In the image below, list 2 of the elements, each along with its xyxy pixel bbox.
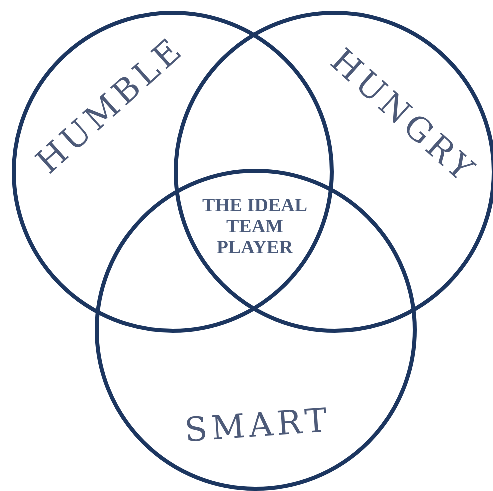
center-label: THE IDEAL TEAM PLAYER xyxy=(201,196,309,260)
circle-label: SMART xyxy=(184,403,332,447)
